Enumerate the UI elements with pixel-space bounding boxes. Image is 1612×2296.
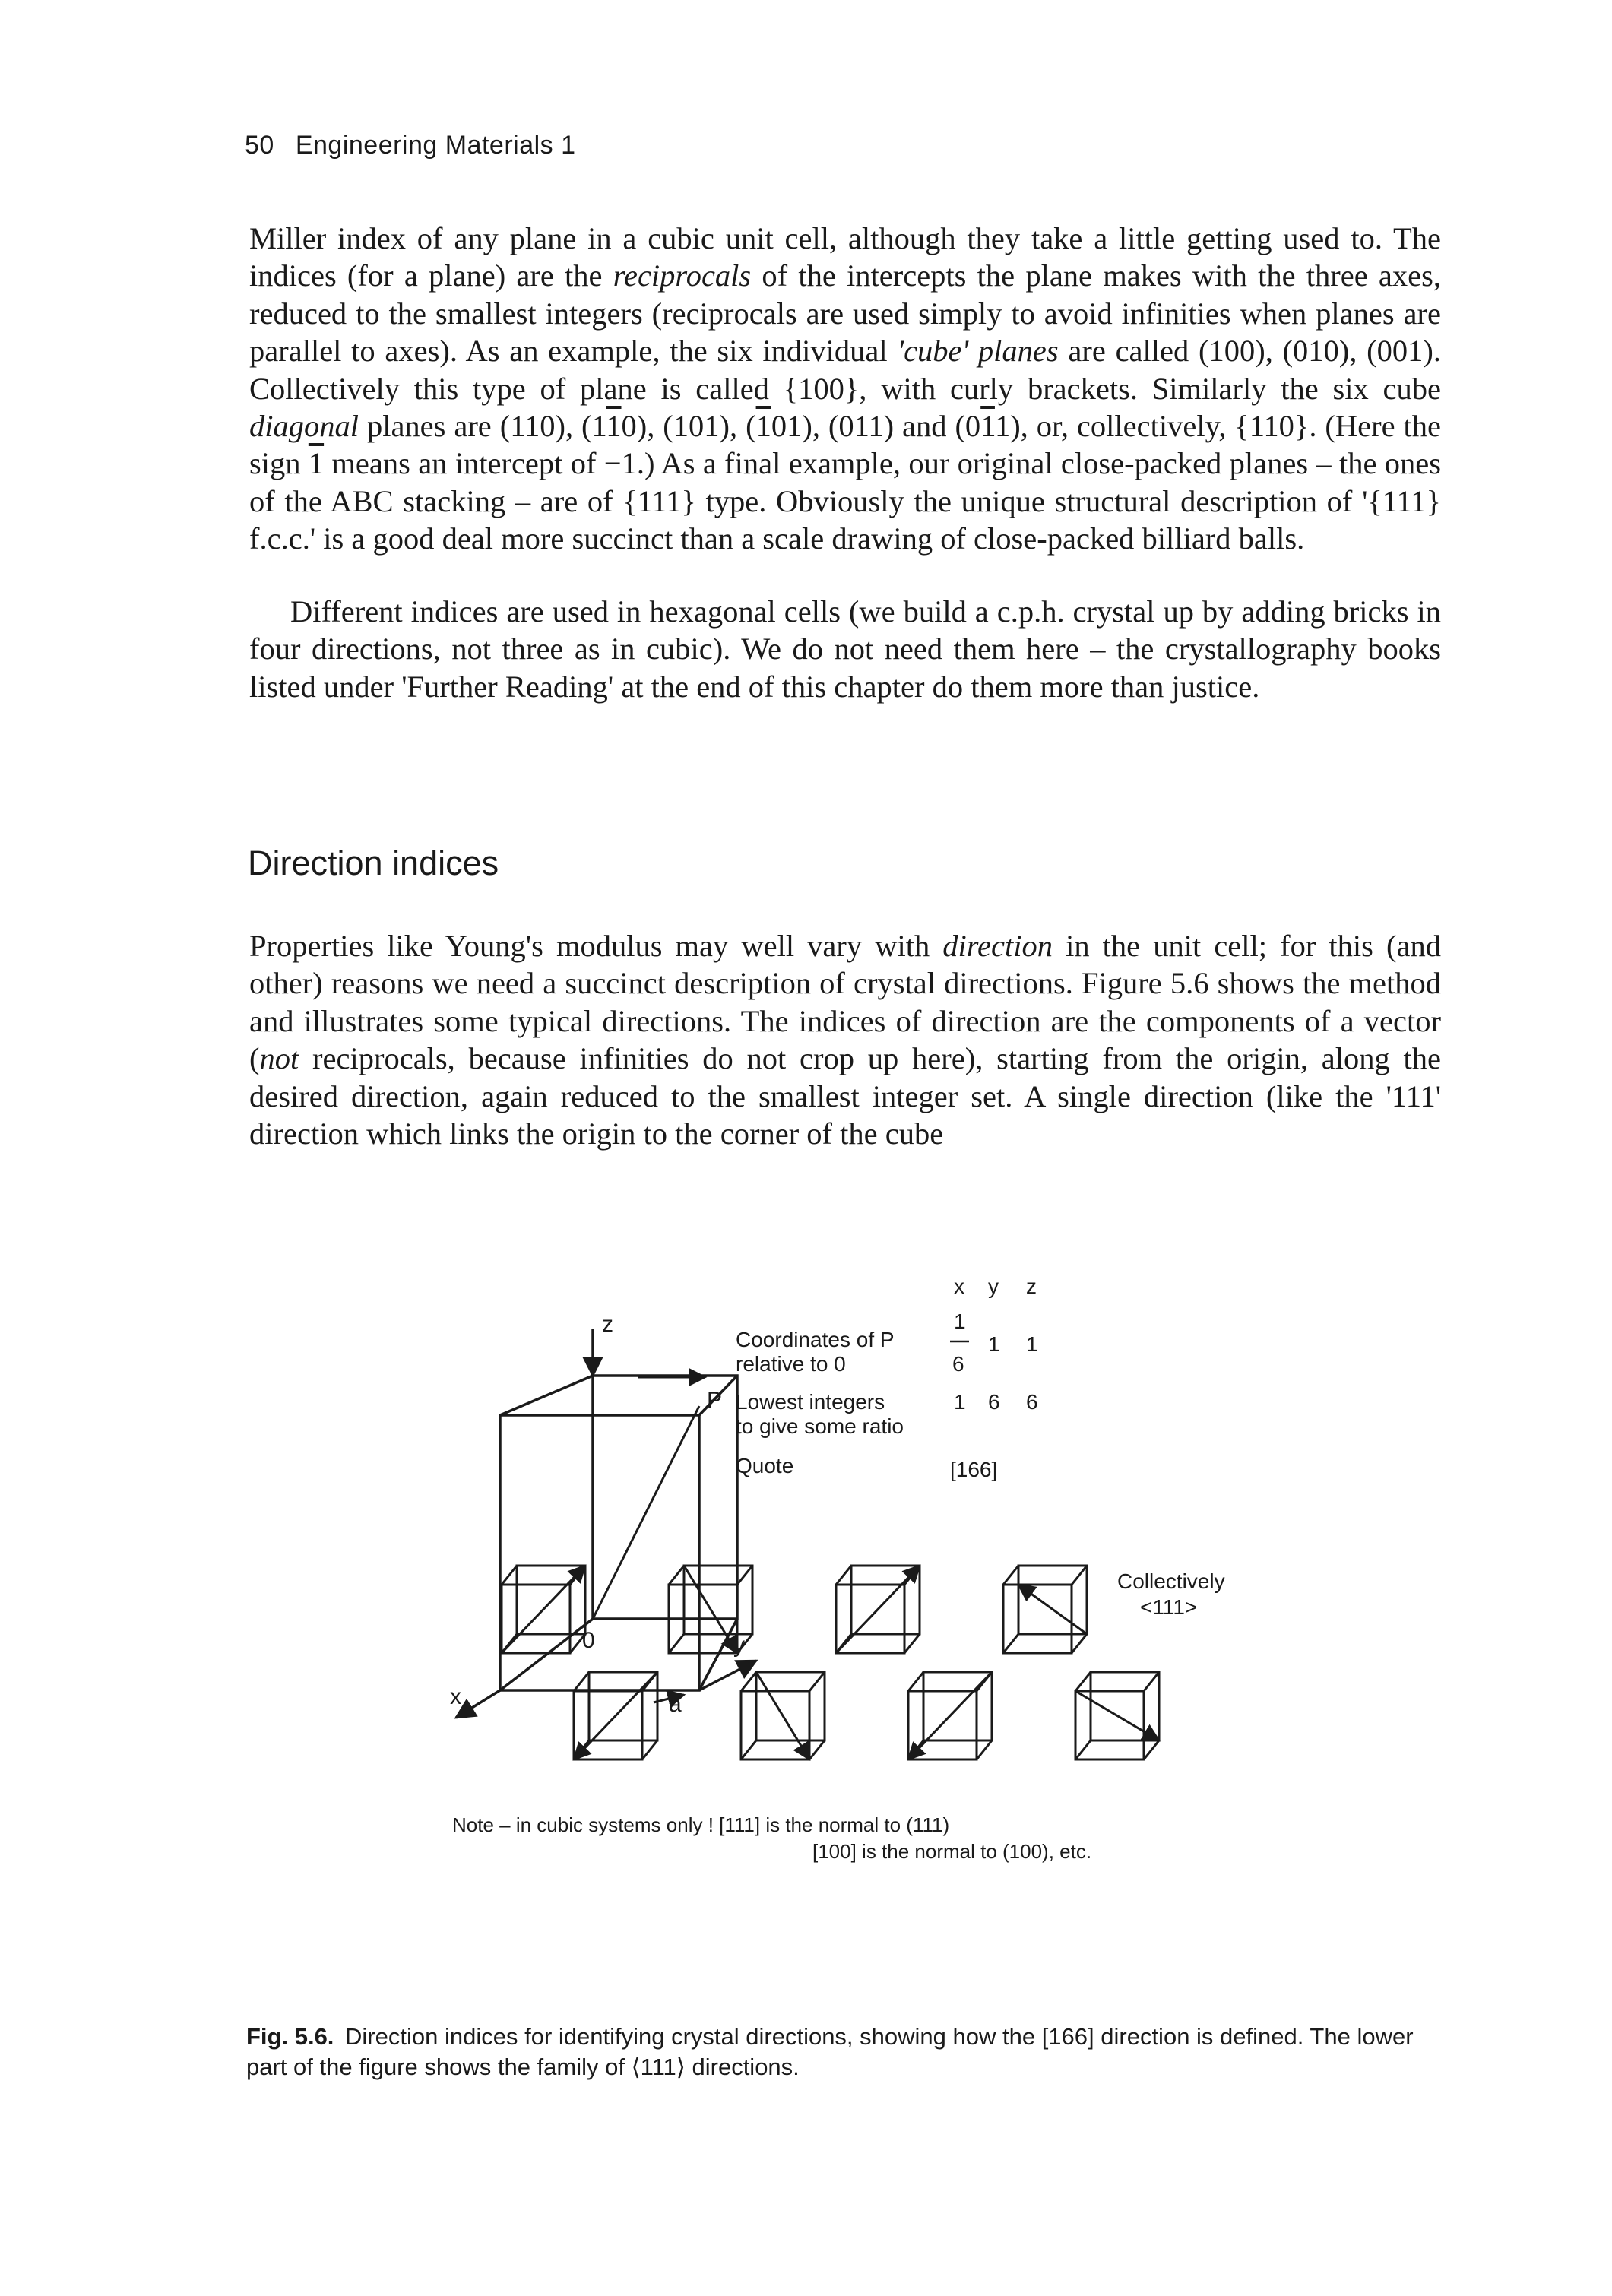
cell-z-row1: 1 xyxy=(1026,1332,1038,1356)
cell-x-numerator: 1 xyxy=(954,1310,966,1333)
coordinates-table: x y z Coordinates of P relative to 0 1 6… xyxy=(736,1275,1038,1481)
section-heading: Direction indices xyxy=(248,844,499,882)
paragraph-miller-index: Miller index of any plane in a cubic uni… xyxy=(249,221,1442,556)
row-label-lowest: Lowest integers xyxy=(736,1390,885,1414)
paragraph-hexagonal: Different indices are used in hexagonal … xyxy=(249,594,1441,704)
lattice-label-a: a xyxy=(669,1692,682,1717)
column-header-y: y xyxy=(988,1275,999,1298)
running-header: 50 Engineering Materials 1 xyxy=(245,131,576,160)
figure-caption: Fig. 5.6. Direction indices for identify… xyxy=(246,2022,1439,2082)
point-label-p: P xyxy=(707,1388,722,1413)
axis-label-x: x xyxy=(450,1684,461,1709)
collectively-family: <111> xyxy=(1140,1595,1197,1619)
running-title: Engineering Materials 1 xyxy=(295,131,576,160)
row-label-relative: relative to 0 xyxy=(736,1352,846,1376)
collectively-label: Collectively xyxy=(1117,1569,1225,1593)
figure-note-line1: Note – in cubic systems only ! [111] is … xyxy=(452,1813,949,1836)
page-number: 50 xyxy=(245,131,274,160)
cell-z-row2: 6 xyxy=(1026,1390,1038,1414)
cell-quote-value: [166] xyxy=(950,1458,997,1481)
paragraph-direction-indices: Properties like Young's modulus may well… xyxy=(249,929,1441,1151)
column-header-x: x xyxy=(954,1275,964,1298)
direction-family-cubes xyxy=(500,1564,1161,1762)
cell-y-row2: 6 xyxy=(988,1390,1000,1414)
row-label-coordinates: Coordinates of P xyxy=(736,1328,895,1351)
caption-label: Fig. 5.6. xyxy=(246,2023,334,2050)
row-label-ratio: to give some ratio xyxy=(736,1414,904,1438)
figure-5-6: z x y P 0 a x y z Coordinates of P relat… xyxy=(450,1275,1225,1863)
cell-y-row1: 1 xyxy=(988,1332,1000,1356)
row-label-quote: Quote xyxy=(736,1454,793,1477)
column-header-z: z xyxy=(1026,1275,1037,1298)
cell-x-denominator: 6 xyxy=(952,1352,964,1376)
caption-text: Direction indices for identifying crysta… xyxy=(246,2023,1414,2080)
axis-label-z: z xyxy=(602,1312,613,1337)
cell-x-row2: 1 xyxy=(954,1390,966,1414)
unit-cell-diagram xyxy=(454,1329,758,1719)
figure-note-line2: [100] is the normal to (100), etc. xyxy=(812,1840,1091,1863)
